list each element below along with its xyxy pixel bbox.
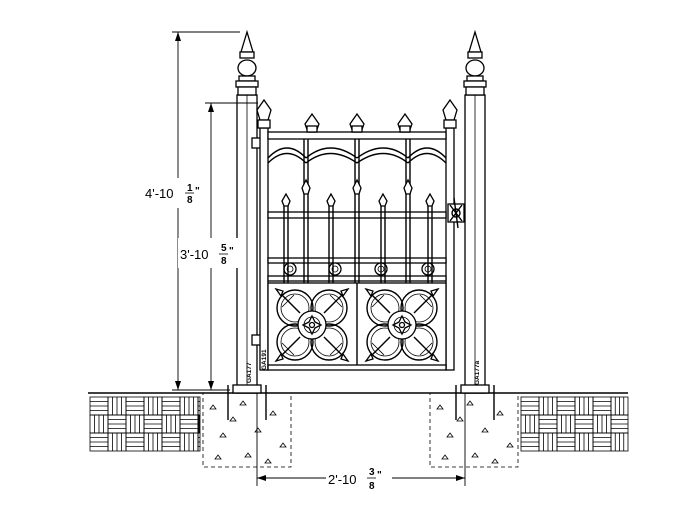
tag-gate-stile: GA191 [261, 349, 268, 370]
concrete-footing-left [202, 392, 292, 468]
tag-right-post: GA177a [474, 360, 481, 385]
ground-paving [88, 392, 629, 452]
gate-height-unit: " [229, 246, 234, 257]
gate-width-unit: " [377, 470, 382, 481]
concrete-footing-right [429, 392, 519, 468]
right-post [460, 29, 490, 394]
overall-height-unit: " [195, 186, 200, 197]
gate-width-num: 3 [369, 467, 375, 478]
gate-height-whole: 3'-10 [180, 247, 209, 262]
quatrefoil-panel-right [364, 287, 440, 363]
gate-height-num: 5 [221, 243, 227, 254]
tag-left-post: GA177 [246, 362, 253, 383]
overall-height-den: 8 [187, 195, 193, 206]
dimension-gate-height: 3'-10 5 8 " [178, 102, 258, 390]
gate-latch [447, 197, 465, 229]
brick-paving-left [89, 396, 201, 452]
dimension-gate-width: 2'-10 3 8 " [256, 393, 466, 492]
gate-height-den: 8 [221, 256, 227, 267]
brick-paving-right [520, 396, 629, 452]
quatrefoil-panel-left [274, 287, 350, 363]
anchor-bolts [227, 385, 495, 420]
dimension-overall-height: 4'-10 1 8 " [140, 31, 240, 391]
gate-leaf [256, 98, 465, 371]
overall-height-whole: 4'-10 [145, 186, 174, 201]
gate-width-den: 8 [369, 481, 375, 492]
top-rail-finials [304, 112, 413, 133]
gate-pickets [281, 139, 435, 283]
overall-height-num: 1 [187, 183, 193, 194]
gate-width-whole: 2'-10 [328, 472, 357, 487]
left-post [232, 29, 265, 394]
